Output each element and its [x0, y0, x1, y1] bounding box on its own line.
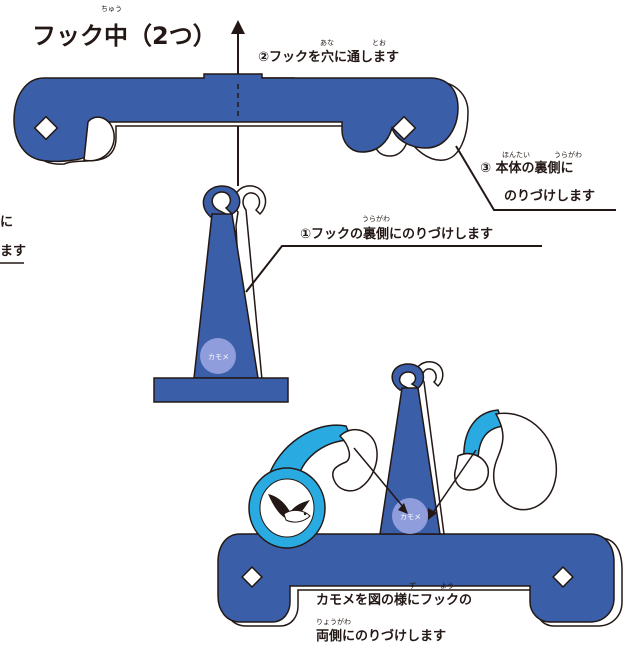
- slot-hole-left: [33, 115, 59, 141]
- arrow-head-left-icon: [398, 503, 408, 514]
- step3-leader: [455, 145, 616, 211]
- step3-ruby-2: うらがわ: [554, 150, 582, 159]
- page-title: フック中（2つ）: [32, 22, 217, 50]
- arrow-up-icon: [231, 20, 245, 34]
- step2-ruby-1: あな: [320, 39, 334, 47]
- kamome-badge-1: [200, 338, 236, 374]
- seagull-ornament-left: [248, 424, 378, 549]
- instruction-ruby-3: りょうがわ: [316, 617, 351, 626]
- cutoff-text-line1: に: [0, 215, 13, 230]
- kamome-badge-label-2: カモメ: [400, 513, 421, 521]
- slot-hole-right: [391, 115, 417, 141]
- top-body-bar: [13, 73, 469, 165]
- step1-leader: [245, 245, 542, 293]
- ornament-right: [454, 409, 558, 511]
- slot-hole-bottom-left: [241, 566, 263, 588]
- instruction-line1: カモメを図の様にフックの: [316, 592, 472, 608]
- cutoff-text-line2: ます: [0, 244, 26, 259]
- step2-label: ②フックを穴に通します: [258, 49, 399, 65]
- arrow-left-attach: [353, 447, 405, 509]
- step3-ruby-1: ほんたい: [502, 151, 530, 159]
- kamome-badge-label-1: カモメ: [208, 353, 229, 361]
- step3-label-line2: のりづけします: [504, 188, 595, 204]
- title-ruby: ちゅう: [101, 5, 122, 13]
- instruction-line2: 両側にのりづけします: [316, 628, 446, 644]
- instruction-ruby-2: よう: [440, 582, 454, 590]
- slot-hole-bottom-right: [552, 566, 574, 588]
- step2-ruby-2: とお: [372, 39, 386, 47]
- arrow-head-right-icon: [428, 508, 437, 520]
- hook-piece-middle: [153, 185, 289, 403]
- step1-label: ①フックの裏側にのりづけします: [300, 226, 493, 242]
- step1-ruby: うらがわ: [362, 214, 390, 223]
- step3-label-line1: ③ 本体の裏側に: [480, 160, 574, 176]
- instruction-ruby-1: ず: [409, 581, 416, 590]
- bottom-body-bar: [217, 533, 623, 627]
- arrow-right-attach: [431, 449, 477, 515]
